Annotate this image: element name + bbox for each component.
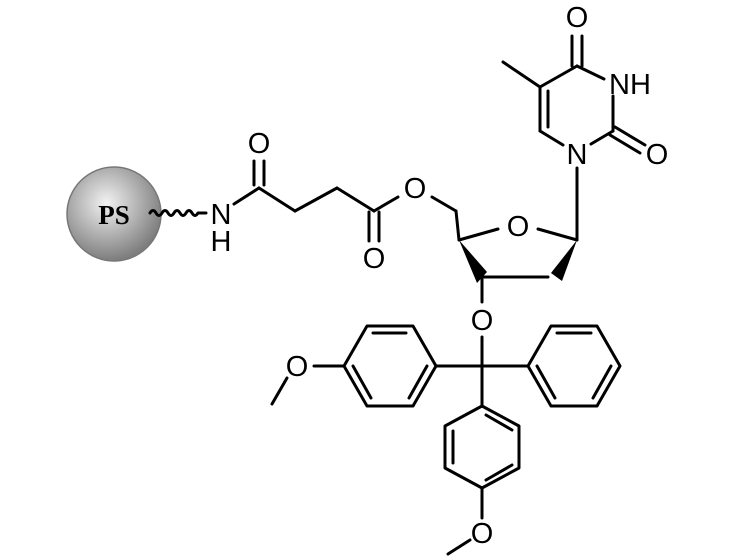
atom-o-trityl: O (471, 305, 494, 337)
atom-o-carbonyl: O (363, 243, 386, 275)
atom-o-ester: O (404, 173, 427, 205)
bead-label: PS (98, 200, 130, 230)
atom-o-c4: O (566, 2, 589, 34)
atom-nh-n3: NH (609, 69, 651, 101)
thymine-base (501, 34, 647, 155)
atom-n-amide: N (211, 199, 232, 231)
atom-o-methoxy-left: O (286, 351, 309, 383)
atom-n-n1: N (567, 139, 588, 171)
atom-o-c2: O (646, 139, 669, 171)
dmt-bottom-anisyl (443, 364, 521, 556)
polystyrene-bead: PS (66, 166, 162, 262)
wavy-linker-bond (148, 209, 208, 217)
atom-o-methoxy-bottom: O (471, 518, 494, 550)
atom-o-amide: O (248, 128, 271, 160)
bold-front-bond (459, 240, 487, 283)
dmt-left-anisyl (270, 324, 484, 408)
atom-labels: O NH N O O N H O O O O O O (211, 2, 669, 550)
deoxyribose-ring (454, 166, 579, 368)
succinyl-linker-bonds (232, 159, 458, 243)
dmt-phenyl (480, 324, 622, 408)
atom-o-ring: O (507, 211, 530, 243)
wedge-bond (551, 240, 577, 281)
atom-h-amide: H (211, 226, 232, 258)
